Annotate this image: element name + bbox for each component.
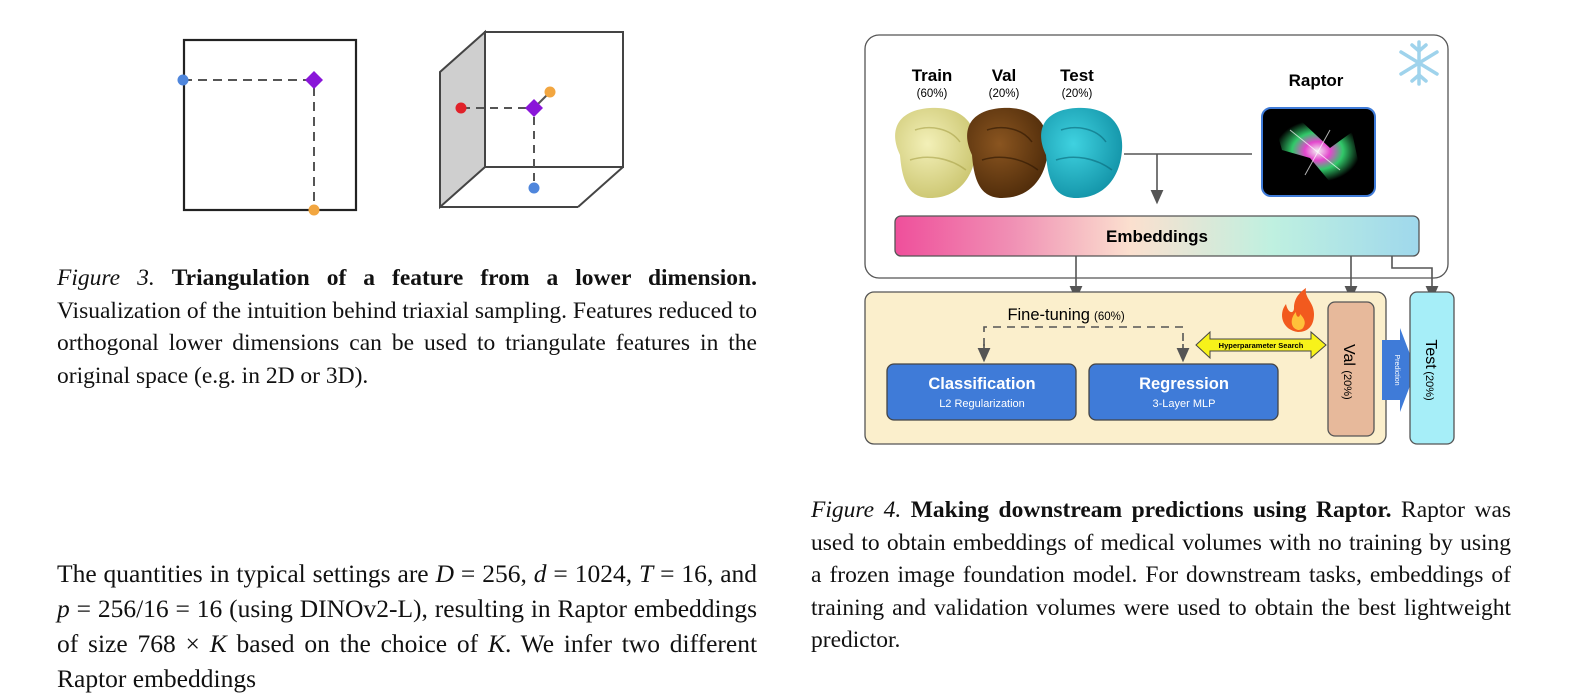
test-box-label: Test	[1422, 339, 1439, 369]
projection-point-blue	[177, 74, 189, 86]
projection-point-orange-3d	[544, 86, 556, 98]
hyperparameter-search-arrow: Hyperparameter Search	[1195, 330, 1327, 360]
math-T-value: = 16	[660, 559, 707, 588]
figure3-label: Figure 3.	[57, 265, 155, 291]
projection-point-orange	[308, 204, 320, 216]
prediction-label: Prediction	[1393, 354, 1400, 385]
body-text-segment: (using DINOv2-L),	[229, 594, 428, 623]
val-box-pct: (20%)	[1341, 370, 1353, 399]
val-volume-image	[967, 107, 1049, 198]
math-K: K	[209, 629, 227, 658]
split-test-label: Test	[1060, 66, 1094, 85]
val-box-label: Val	[1340, 344, 1357, 366]
figure3-text: Visualization of the intuition behind tr…	[57, 297, 757, 389]
val-box	[1327, 301, 1375, 437]
prediction-arrow: Prediction	[1382, 328, 1416, 412]
embeddings-bar	[894, 215, 1420, 257]
regression-sub: 3-Layer MLP	[1153, 398, 1216, 410]
figure4-title: Making downstream predictions using Rapt…	[910, 497, 1392, 523]
split-train-label: Train	[912, 66, 953, 85]
snowflake-icon	[1399, 40, 1439, 86]
math-p-value: = 256/16 = 16	[76, 594, 223, 623]
feature-point-diamond	[305, 71, 323, 89]
body-text-segment: . We infer two different Raptor embeddin…	[57, 629, 758, 693]
fire-icon	[1282, 288, 1314, 332]
body-paragraph: The quantities in typical settings are D…	[57, 556, 757, 696]
math-D-value: = 256,	[460, 559, 527, 588]
projection-point-red	[455, 102, 467, 114]
figure3-illustration	[177, 29, 624, 216]
raptor-label: Raptor	[1289, 71, 1344, 90]
figure3-caption: Figure 3. Triangulation of a feature fro…	[57, 262, 757, 392]
embeddings-label: Embeddings	[1106, 227, 1208, 246]
split-val-pct: (20%)	[989, 88, 1020, 100]
train-volume-image	[895, 107, 977, 198]
figure4-diagram: Train (60%) Val (20%) Test (20%) Raptor …	[864, 34, 1455, 445]
body-text-segment: The quantities in typical settings are	[57, 559, 429, 588]
math-T: T	[639, 559, 654, 588]
split-train-pct: (60%)	[917, 88, 948, 100]
classification-box	[886, 363, 1077, 421]
regression-box	[1088, 363, 1279, 421]
test-box-pct: (20%)	[1423, 371, 1435, 400]
raptor-model-image	[1261, 107, 1376, 197]
math-size: 768 ×	[137, 629, 200, 658]
body-text-segment: the choice of	[339, 629, 479, 658]
hyperparameter-label: Hyperparameter Search	[1219, 341, 1304, 350]
split-val-label: Val	[992, 66, 1017, 85]
math-d-value: 1024,	[574, 559, 633, 588]
split-test-pct: (20%)	[1062, 88, 1093, 100]
math-K-2: K	[487, 629, 505, 658]
figure3-title: Triangulation of a feature from a lower …	[171, 265, 757, 291]
projection-point-blue-3d	[528, 182, 540, 194]
classification-sub: L2 Regularization	[939, 398, 1025, 410]
test-box	[1409, 291, 1455, 445]
body-text-segment: based on	[236, 629, 330, 658]
finetuning-label: Fine-tuning	[1007, 306, 1090, 324]
math-d: d	[533, 559, 547, 588]
math-D: D	[435, 559, 454, 588]
figure4-label: Figure 4.	[811, 497, 902, 523]
figure4-text: Raptor was used to obtain embeddings of …	[811, 497, 1512, 653]
classification-title: Classification	[928, 375, 1035, 393]
finetuning-pct: (60%)	[1094, 311, 1125, 323]
math-p: p	[57, 594, 70, 623]
figure3-3d-cube	[439, 29, 624, 210]
math-d-equals: =	[553, 559, 568, 588]
body-text-segment: , and	[706, 559, 758, 588]
body-text-segment: resulting in Raptor embeddings of size	[57, 594, 758, 658]
figure4-caption: Figure 4. Making downstream predictions …	[811, 494, 1511, 657]
regression-title: Regression	[1139, 375, 1229, 393]
figure3-2d-square	[177, 38, 358, 216]
feature-point-diamond-3d	[525, 99, 543, 117]
test-volume-image	[1041, 107, 1123, 198]
